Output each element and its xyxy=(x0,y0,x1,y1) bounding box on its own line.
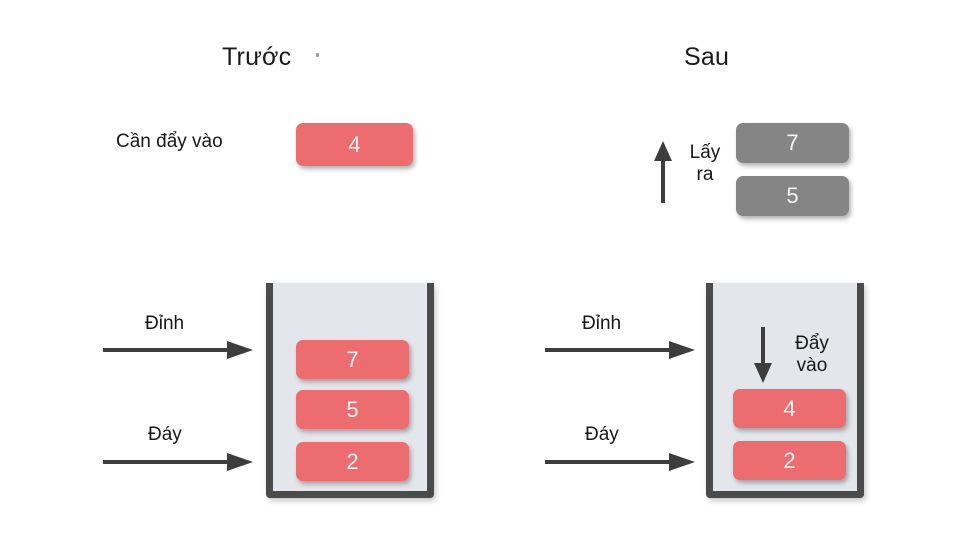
pending-element-box: 4 xyxy=(296,123,413,166)
pending-element-value: 4 xyxy=(348,131,361,157)
pending-element-label: Cần đẩy vào xyxy=(116,131,223,152)
stack-item-before-1: 5 xyxy=(296,390,409,429)
popped-item-0: 7 xyxy=(736,123,849,163)
stack-item-value: 5 xyxy=(346,396,359,422)
stack-item-value: 4 xyxy=(783,395,796,421)
arrow-right-icon xyxy=(545,341,695,359)
arrow-up-icon xyxy=(654,141,672,203)
popped-item-value: 5 xyxy=(786,183,799,208)
stack-item-before-0: 7 xyxy=(296,340,409,379)
stack-item-after-1: 2 xyxy=(733,441,846,480)
popped-item-value: 7 xyxy=(786,130,799,155)
arrow-right-icon xyxy=(103,453,253,471)
push-action-label: Đẩy vào xyxy=(782,333,842,378)
stack-item-before-2: 2 xyxy=(296,442,409,481)
top-pointer-label-after: Đỉnh xyxy=(582,313,622,334)
stack-item-value: 7 xyxy=(346,346,359,372)
push-label-line-2: vào xyxy=(796,355,828,377)
title-speck-artifact xyxy=(316,53,319,57)
pop-label-line-1: Lấy xyxy=(689,142,721,163)
pop-label-line-2: ra xyxy=(696,164,714,186)
push-label-line-1: Đẩy xyxy=(795,333,829,354)
top-pointer-label-before: Đỉnh xyxy=(145,313,185,334)
bottom-pointer-label-after: Đáy xyxy=(585,424,619,445)
arrow-right-icon xyxy=(103,341,253,359)
stack-item-value: 2 xyxy=(346,448,359,474)
arrow-right-icon xyxy=(545,453,695,471)
panel-title-before: Trước xyxy=(222,43,292,71)
stack-item-value: 2 xyxy=(783,447,796,473)
pop-action-label: Lấy ra xyxy=(683,142,727,187)
bottom-pointer-label-before: Đáy xyxy=(148,424,182,445)
stack-item-after-0: 4 xyxy=(733,389,846,428)
popped-item-1: 5 xyxy=(736,176,849,216)
panel-title-after: Sau xyxy=(684,43,730,71)
arrow-down-icon xyxy=(754,327,772,383)
